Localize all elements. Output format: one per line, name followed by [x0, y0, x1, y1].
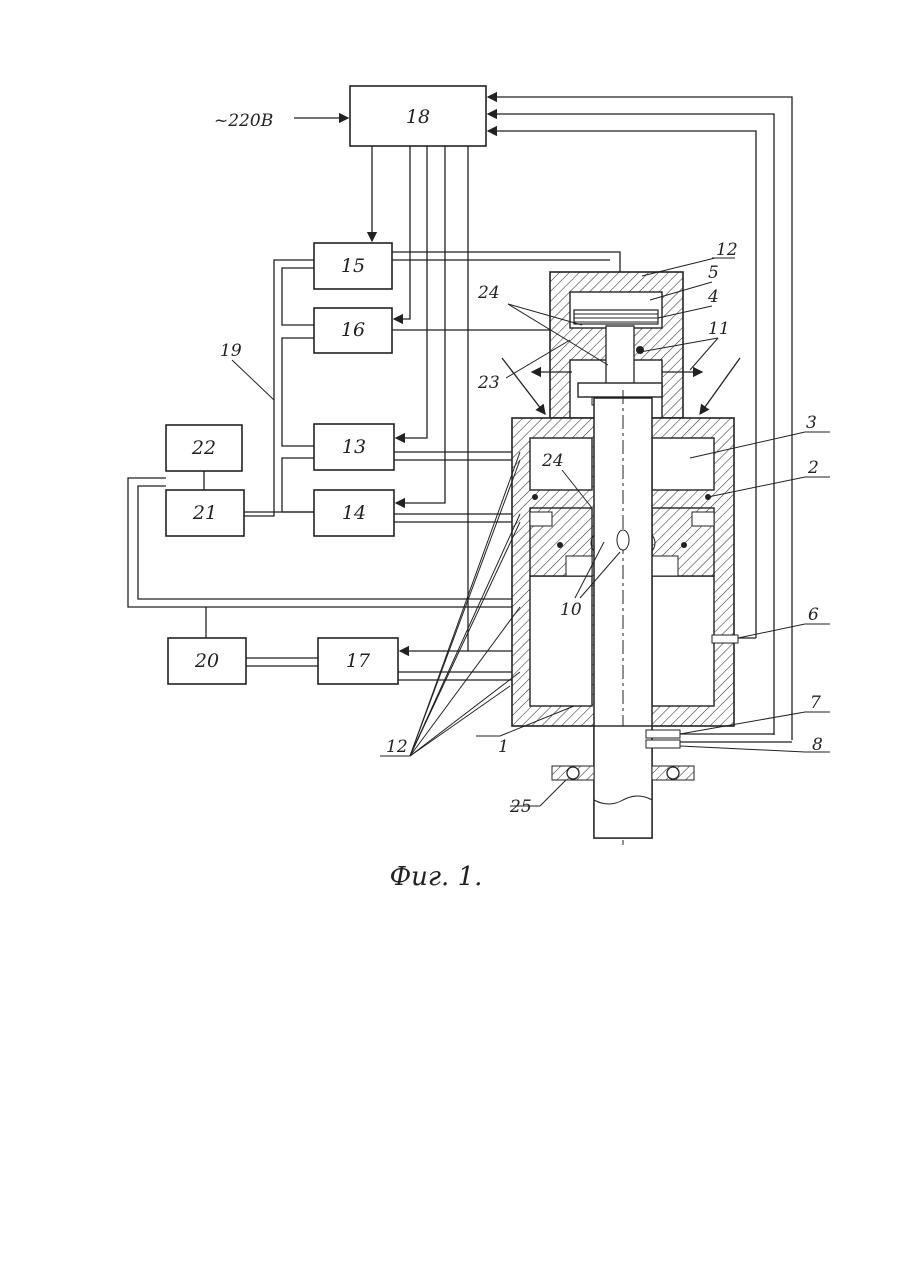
callout-12-bottom: 12	[386, 737, 408, 757]
svg-text:14: 14	[342, 502, 366, 524]
actuator-assembly	[502, 272, 740, 845]
svg-text:18: 18	[406, 106, 430, 128]
power-input: ~220В	[214, 111, 348, 131]
svg-text:16: 16	[341, 319, 365, 341]
svg-text:13: 13	[342, 436, 366, 458]
callout-19: 19	[220, 341, 242, 361]
callout-5: 5	[708, 263, 719, 283]
callout-4: 4	[707, 287, 719, 307]
block-16: 16	[314, 308, 392, 353]
block-13: 13	[314, 424, 394, 470]
figure-caption: Фиг. 1.	[390, 862, 483, 892]
svg-text:21: 21	[192, 502, 217, 524]
svg-text:20: 20	[194, 650, 219, 672]
callout-24-top: 24	[477, 283, 500, 303]
callout-8: 8	[812, 735, 823, 755]
block-18: 18	[350, 86, 486, 146]
callout-12-top: 12	[716, 240, 738, 260]
block-21: 21	[166, 490, 244, 536]
callout-25: 25	[509, 797, 532, 817]
block-22: 22	[166, 425, 242, 471]
block-14: 14	[314, 490, 394, 536]
svg-text:15: 15	[341, 255, 365, 277]
svg-text:22: 22	[191, 437, 216, 459]
callout-3: 3	[806, 413, 817, 433]
callout-1: 1	[498, 737, 509, 757]
callout-7: 7	[810, 693, 821, 713]
callout-24-mid: 24	[541, 451, 564, 471]
callout-6: 6	[808, 605, 819, 625]
callout-23: 23	[477, 373, 500, 393]
callout-11: 11	[708, 319, 730, 339]
callout-2: 2	[807, 458, 819, 478]
block-17: 17	[318, 638, 398, 684]
callout-10: 10	[560, 600, 582, 620]
block-20: 20	[168, 638, 246, 684]
svg-text:17: 17	[346, 650, 371, 672]
block-15: 15	[314, 243, 392, 289]
power-label: ~220В	[214, 111, 273, 131]
